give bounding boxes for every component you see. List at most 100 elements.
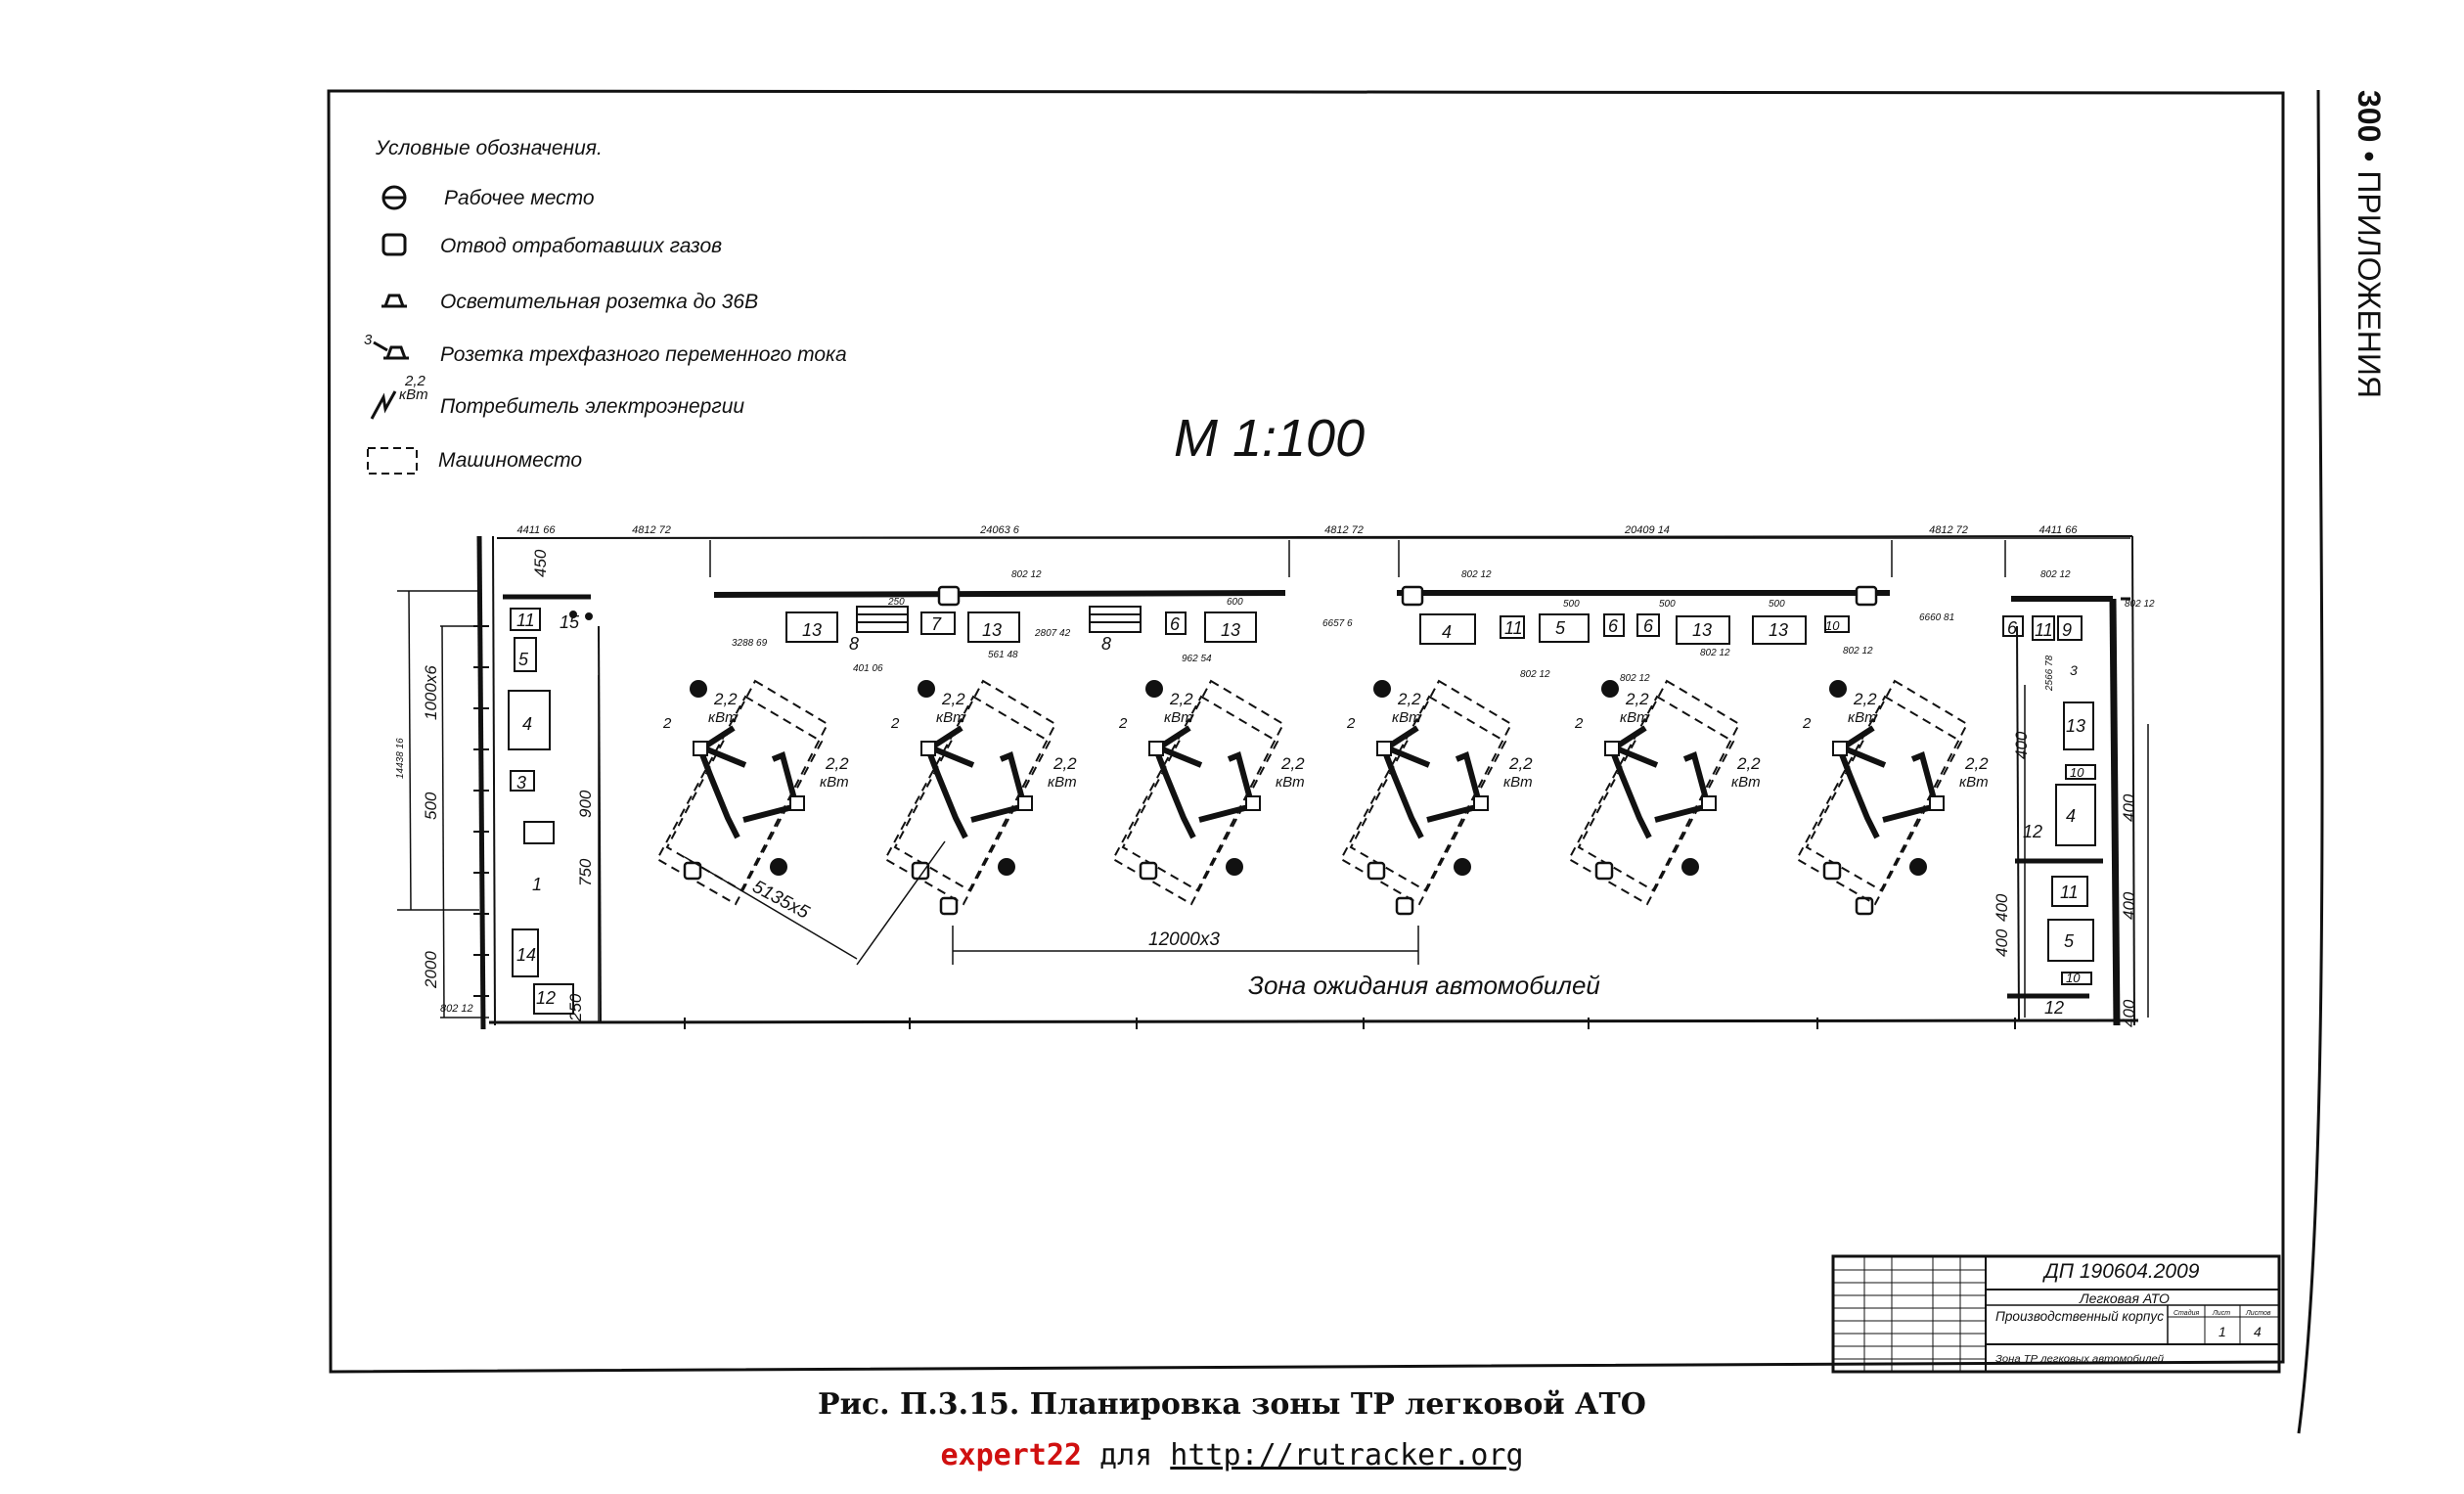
lift-arm — [1426, 803, 1481, 823]
legend-title: Условные обозначения. — [375, 137, 603, 159]
exhaust-outlet-icon — [1855, 896, 1874, 916]
service-posts: 2,2кВт2,2кВт22,2кВт2,2кВт22,2кВт2,2кВт22… — [655, 679, 1989, 906]
lift-post — [1701, 795, 1717, 811]
lift-post — [693, 741, 708, 756]
dim-right: 400 — [2120, 891, 2138, 920]
exhaust-outlet-icon — [1855, 585, 1878, 607]
lift-arm — [1156, 745, 1203, 768]
dim-inner: 401 06 — [853, 663, 883, 674]
lift-arm — [925, 747, 968, 839]
power-value: 2,2 — [1280, 754, 1305, 773]
column-ticks — [473, 625, 2016, 1029]
dim-inner: 250 — [887, 597, 905, 608]
sheet-edge-curve — [2297, 89, 2324, 1434]
dim-inner: 802 12 — [1520, 669, 1550, 680]
dim-inner: 900 — [576, 790, 595, 818]
equip-label: 6 — [1608, 616, 1619, 636]
power-value: 2,2 — [825, 754, 849, 773]
dim-inner: 500 — [1659, 599, 1676, 610]
lift-arm — [1612, 745, 1659, 768]
equip-label: 4 — [522, 714, 532, 734]
figure-caption: Рис. П.3.15. Планировка зоны ТР легковой… — [818, 1387, 1646, 1422]
sheet-frame — [327, 89, 2285, 1374]
col-stage: Стадия — [2173, 1309, 2199, 1317]
dim-inner: 802 12 — [1700, 648, 1730, 658]
bay-pitch-dimension: 12000x3 — [1148, 929, 1220, 950]
equip-label: 4 — [2066, 806, 2076, 826]
dim-inner: 802 12 — [1461, 569, 1492, 580]
power-unit: кВт — [1848, 709, 1877, 726]
dim-inner: 802 12 — [1011, 569, 1042, 580]
workplace-icon — [381, 185, 407, 210]
parking-space — [883, 695, 1052, 906]
exhaust-outlet-icon — [1139, 861, 1158, 881]
equip-label: 13 — [1692, 620, 1712, 640]
parking-space — [1339, 695, 1507, 906]
equip-label: 11 — [2035, 620, 2053, 640]
watermark-link[interactable]: http://rutracker.org — [1170, 1438, 1524, 1472]
equip-label: 3 — [516, 773, 526, 792]
equip-label: 11 — [516, 611, 535, 630]
dim-right: 400 — [1993, 928, 2011, 957]
parking-space — [1567, 695, 1735, 906]
dim-inner: 802 12 — [2040, 569, 2071, 580]
parking-space — [1795, 695, 1963, 906]
parking-space — [893, 679, 1057, 892]
power-unit: кВт — [936, 709, 965, 726]
equip-label: 5 — [1555, 618, 1566, 638]
power-consumer-icon: 2,2 кВт — [370, 373, 428, 420]
equip-label: 13 — [802, 620, 822, 640]
lift-post — [1245, 795, 1261, 811]
lift-arm — [1227, 750, 1255, 807]
dim-inner: 802 12 — [1620, 673, 1650, 684]
equip-label: 13 — [2066, 716, 2085, 736]
exhaust-outlets-top — [937, 585, 1878, 916]
left-inner-dimensions: 900 750 250 — [566, 790, 595, 1022]
workplace-icon — [1454, 858, 1471, 876]
sheet-number: 1 — [2218, 1324, 2226, 1339]
power-unit: кВт — [1392, 709, 1421, 726]
equip-label: 13 — [1221, 620, 1240, 640]
dim-inner: 6657 6 — [1322, 618, 1353, 629]
power-value: 2,2 — [941, 690, 965, 708]
dim-top-3: 24063 6 — [979, 524, 1020, 536]
watermark-author: expert22 — [940, 1438, 1082, 1472]
exhaust-outlet-icon — [1366, 861, 1386, 881]
legend: Условные обозначения. Рабочее место Отво… — [364, 137, 847, 475]
equip-label: 4 — [1442, 622, 1452, 642]
equip-label: 11 — [1504, 618, 1523, 638]
workplace-index: 2 — [1574, 715, 1584, 732]
lift-arm — [1910, 750, 1939, 807]
power-value: 2,2 — [1053, 754, 1077, 773]
title-block — [1831, 1254, 2281, 1374]
parking-space — [655, 695, 824, 906]
lift-arm — [928, 745, 975, 768]
power-unit: кВт — [1503, 774, 1533, 791]
sheet-title: Зона ТР легковых автомобилей — [1995, 1353, 2164, 1365]
dim-top-2: 4812 72 — [632, 524, 671, 536]
lift-arm — [970, 803, 1025, 823]
equip-label: 11 — [2060, 883, 2079, 902]
equip-label: 6 — [1643, 616, 1654, 636]
legend-power-unit: кВт — [399, 386, 428, 403]
power-unit: кВт — [820, 774, 849, 791]
power-value: 2,2 — [1736, 754, 1761, 773]
dim-inner: 6660 81 — [1919, 612, 1954, 623]
parking-space — [1121, 679, 1285, 892]
equip-label: 6 — [2007, 618, 2018, 638]
dim-inner: 500 — [1769, 599, 1785, 610]
dim-right: 400 — [1993, 893, 2011, 922]
power-value: 2,2 — [1169, 690, 1193, 708]
left-dimensions: 450 1000x6 14438 16 500 2000 802 12 — [395, 549, 550, 1015]
watermark: expert22 для http://rutracker.org — [0, 1438, 2464, 1472]
power-unit: кВт — [1048, 774, 1077, 791]
power-value: 2,2 — [1508, 754, 1533, 773]
dim-left-450: 450 — [531, 549, 550, 577]
equip-label: 13 — [982, 620, 1002, 640]
lift-arm — [1381, 747, 1424, 839]
equip-label: 5 — [2064, 931, 2075, 951]
lift-arm — [697, 747, 740, 839]
dim-left-2000: 2000 — [422, 951, 440, 989]
equip-label: 10 — [2066, 971, 2081, 985]
